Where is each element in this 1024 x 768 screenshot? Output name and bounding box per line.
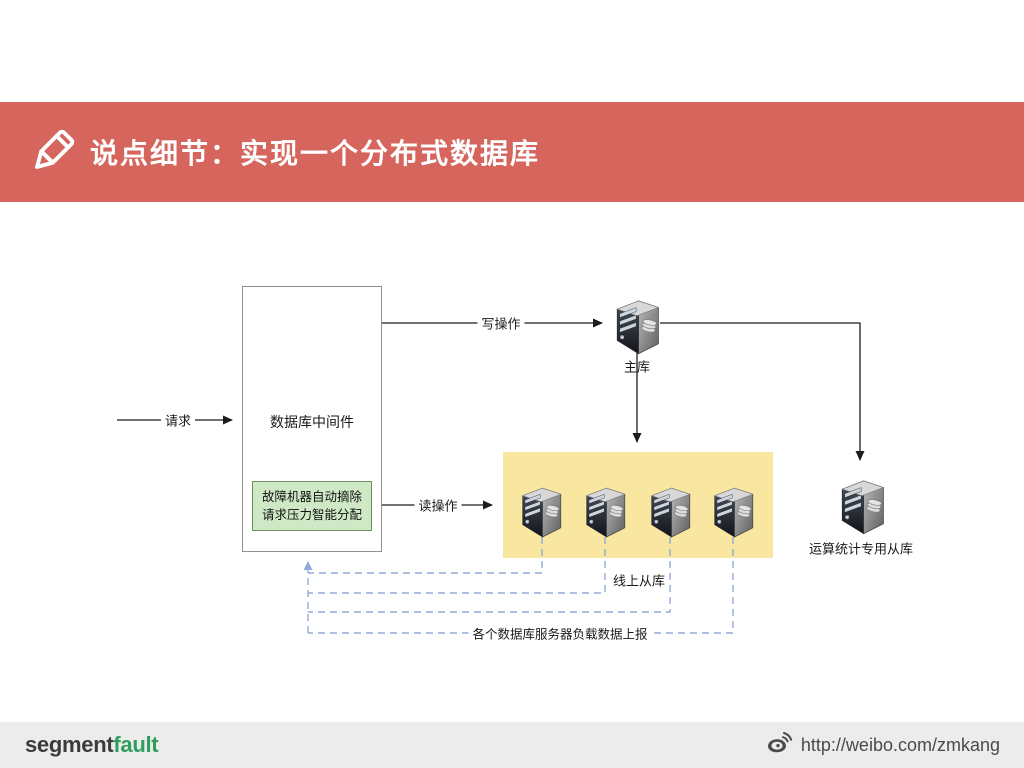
- load-report-label: 各个数据库服务器负载数据上报: [468, 623, 652, 643]
- feature-line-1: 故障机器自动摘除: [261, 489, 362, 504]
- segmentfault-logo: segmentfault: [25, 732, 159, 758]
- report-line-slave2: [308, 537, 606, 594]
- pencil-icon: [26, 126, 78, 178]
- report-line-slave1: [308, 537, 543, 574]
- online-slave-server-icon-2: [586, 487, 626, 538]
- report-line-slave3: [308, 537, 671, 613]
- stats-slave-label: 运算统计专用从库: [808, 541, 914, 557]
- middleware-label: 数据库中间件: [270, 414, 354, 430]
- footer-weibo: http://weibo.com/zmkang: [766, 731, 1000, 760]
- logo-segment-text: segment: [25, 732, 114, 757]
- page-title: 说点细节：实现一个分布式数据库: [90, 138, 541, 169]
- online-slave-server-icon-1: [522, 487, 562, 538]
- weibo-icon: [766, 731, 793, 760]
- report-line-slave4: [308, 537, 734, 634]
- slide-header: 说点细节：实现一个分布式数据库: [0, 102, 1024, 202]
- master-to-stats-slave-arrow: [660, 322, 865, 461]
- write-op-label: 写操作: [477, 313, 525, 333]
- master-db-label: 主库: [623, 359, 651, 375]
- online-slaves-label: 线上从库: [612, 573, 666, 589]
- slide-footer: segmentfault http://weibo.com/zmkang: [0, 722, 1024, 768]
- online-slave-server-icon-4: [714, 487, 754, 538]
- online-slave-server-icon-3: [651, 487, 691, 538]
- read-op-label: 读操作: [414, 495, 462, 515]
- weibo-url-text: http://weibo.com/zmkang: [800, 734, 1000, 755]
- feature-line-2: 请求压力智能分配: [261, 508, 362, 522]
- middleware-box: 数据库中间件 故障机器自动摘除 请求压力智能分配: [242, 286, 382, 552]
- request-label: 请求: [160, 410, 196, 430]
- middleware-feature-box: 故障机器自动摘除 请求压力智能分配: [252, 481, 372, 531]
- stats-slave-server-icon: [841, 480, 884, 535]
- master-db-server-icon: [616, 300, 659, 355]
- logo-fault-text: fault: [113, 732, 159, 757]
